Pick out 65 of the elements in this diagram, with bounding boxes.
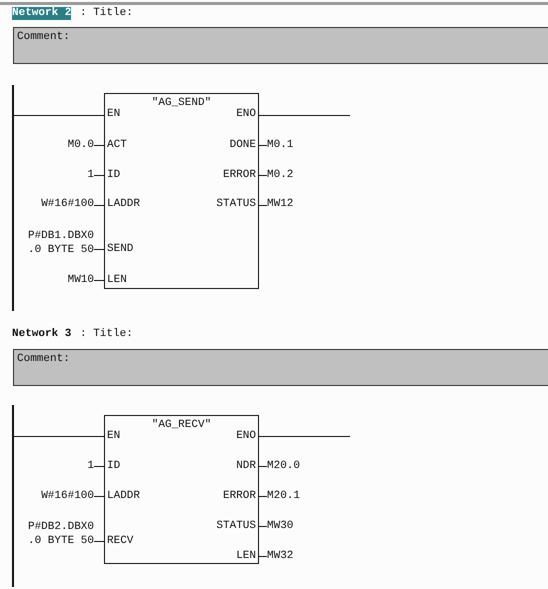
network-label: Network 2 bbox=[12, 7, 72, 20]
pin-label: ENO bbox=[236, 108, 256, 121]
wire bbox=[94, 249, 104, 250]
operand-label: P#DB1.DBX0 .0 BYTE 50 bbox=[10, 229, 94, 257]
wire bbox=[94, 496, 104, 497]
wire bbox=[258, 526, 268, 527]
wire bbox=[14, 115, 104, 116]
function-block bbox=[104, 93, 259, 289]
operand-label: MW30 bbox=[267, 519, 327, 533]
pin-label: ID bbox=[107, 169, 120, 182]
wire bbox=[258, 145, 268, 146]
operand-label: W#16#100 bbox=[20, 489, 94, 503]
pin-label: ERROR bbox=[222, 490, 256, 503]
pin-label: NDR bbox=[236, 460, 256, 473]
wire bbox=[94, 205, 104, 206]
wire bbox=[258, 175, 268, 176]
pin-label: ERROR bbox=[222, 169, 256, 182]
operand-label: MW32 bbox=[267, 549, 327, 563]
pin-label: RECV bbox=[107, 535, 134, 548]
wire bbox=[258, 115, 350, 116]
pin-label: LEN bbox=[107, 274, 127, 287]
title-label: : Title: bbox=[80, 7, 133, 20]
pin-label: STATUS bbox=[216, 520, 256, 533]
wire bbox=[258, 466, 268, 467]
operand-label: 1 bbox=[30, 459, 94, 473]
operand-label: M0.0 bbox=[30, 138, 94, 152]
comment-bar bbox=[13, 27, 548, 64]
pin-label: STATUS bbox=[216, 198, 256, 211]
operand-label: W#16#100 bbox=[20, 197, 94, 211]
pin-label: SEND bbox=[107, 243, 134, 256]
operand-label: P#DB2.DBX0 .0 BYTE 50 bbox=[10, 520, 94, 548]
operand-label: M0.2 bbox=[267, 168, 327, 182]
function-block bbox=[104, 415, 259, 564]
operand-label: M20.0 bbox=[267, 459, 327, 473]
wire bbox=[94, 466, 104, 467]
comment-bar bbox=[13, 349, 548, 386]
block-title: "AG_RECV" bbox=[150, 419, 212, 432]
pin-label: ENO bbox=[236, 430, 256, 443]
block-title: "AG_SEND" bbox=[150, 97, 212, 110]
pin-label: LADDR bbox=[107, 198, 140, 211]
pin-label: DONE bbox=[230, 139, 256, 152]
comment-text: Comment: bbox=[17, 353, 70, 366]
title-label: : Title: bbox=[80, 328, 133, 341]
wire bbox=[94, 541, 104, 542]
operand-label: M20.1 bbox=[267, 489, 327, 503]
pin-label: ID bbox=[107, 460, 120, 473]
wire bbox=[94, 175, 104, 176]
network-label: Network 3 bbox=[12, 328, 72, 341]
wire bbox=[258, 436, 350, 437]
pin-label: LADDR bbox=[107, 490, 140, 503]
pin-label: EN bbox=[107, 108, 120, 121]
operand-label: MW10 bbox=[30, 273, 94, 287]
operand-label: 1 bbox=[30, 168, 94, 182]
comment-text: Comment: bbox=[17, 31, 70, 44]
pin-label: EN bbox=[107, 430, 120, 443]
wire bbox=[14, 436, 104, 437]
operand-label: MW12 bbox=[267, 197, 327, 211]
wire bbox=[258, 205, 268, 206]
wire bbox=[258, 556, 268, 557]
wire bbox=[94, 280, 104, 281]
pin-label: ACT bbox=[107, 139, 127, 152]
wire bbox=[94, 145, 104, 146]
pin-label: LEN bbox=[236, 550, 256, 563]
wire bbox=[258, 496, 268, 497]
operand-label: M0.1 bbox=[267, 138, 327, 152]
